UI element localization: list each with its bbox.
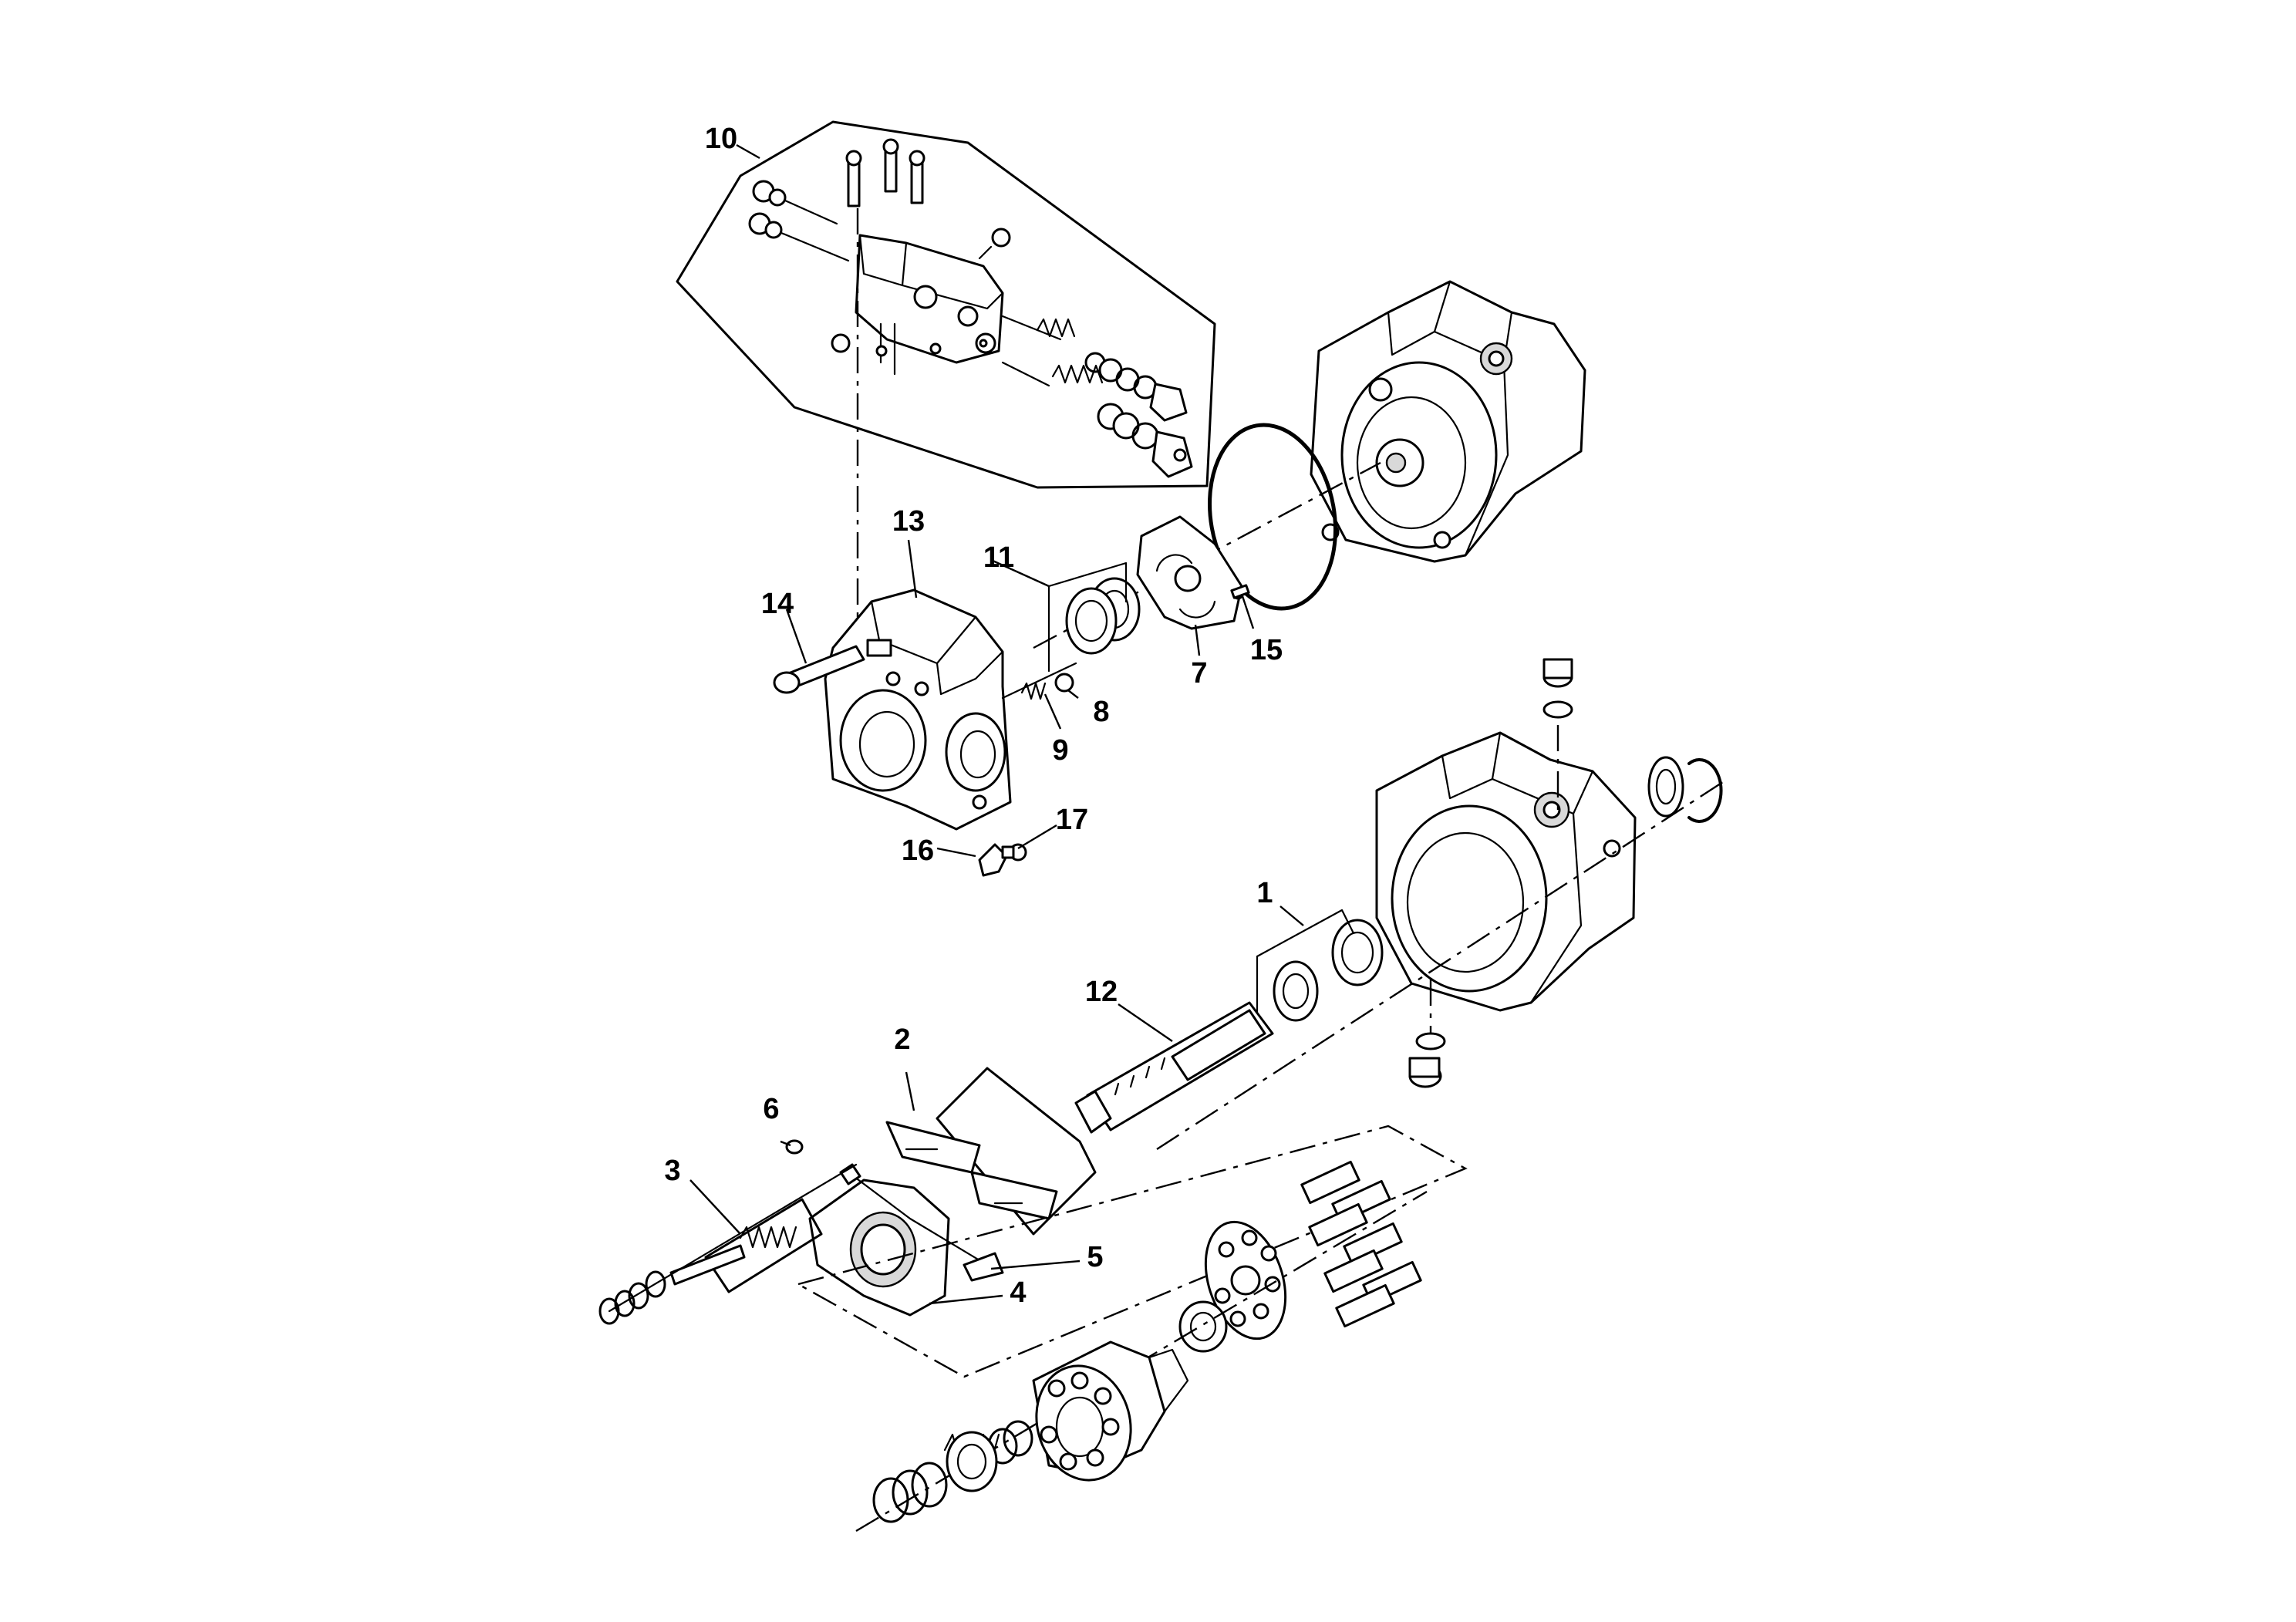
bearing-set-upper [1047,561,1141,673]
small-plugs [831,228,1011,376]
callout-12: 12 [1085,976,1118,1008]
callout-8: 8 [1093,696,1109,728]
port-plate [1136,515,1244,630]
end-cap-block [824,588,1012,831]
shaft-seal-rings [1647,756,1723,823]
callout-4: 4 [1010,1276,1026,1309]
valve-block [855,234,1004,364]
callout-2: 2 [894,1023,910,1056]
callout-3: 3 [664,1155,680,1187]
callout-14: 14 [761,588,794,620]
mounting-bolts [845,138,925,207]
callout-15: 15 [1250,634,1283,666]
callout-10: 10 [705,123,737,155]
callout-16: 16 [902,835,934,867]
check-valve-parts [1001,662,1077,700]
callout-13: 13 [892,505,925,538]
swash-plate-assembly [785,1139,1004,1317]
pump-main-housing [1375,731,1637,1012]
callout-9: 9 [1052,734,1068,767]
bearing-set-lower [1256,909,1384,1022]
callout-leaders [689,143,1304,1305]
callout-7: 7 [1191,657,1207,690]
callout-1: 1 [1256,877,1273,909]
shaft-centerline-lower [1156,777,1728,1151]
saddle-bearings [885,1067,1097,1236]
retainer-plate-rotating [1204,1220,1287,1340]
cap-screw [773,645,865,694]
pump-end-housing [1310,280,1586,563]
callout-labels: 10 13 11 14 7 15 8 9 17 16 1 12 2 6 3 5 … [664,123,1283,1309]
housing-o-ring [1208,423,1337,611]
control-valve-group-outline [676,120,1216,489]
control-valve-group [676,120,1216,632]
callout-17: 17 [1056,804,1088,836]
valve-spools [1001,315,1193,478]
housing-plugs [1408,658,1573,1088]
callout-11: 11 [983,541,1014,574]
servo-spring-group [598,1163,858,1325]
rotating-group-outline [795,1125,1468,1378]
cylinder-block [1032,1340,1189,1482]
callout-5: 5 [1087,1241,1103,1273]
adjuster-screws [748,180,850,262]
callout-6: 6 [763,1093,779,1125]
piston-set [1300,1160,1422,1328]
retainer-plate [978,843,1027,877]
block-spring-group [872,1420,1033,1523]
drive-shaft [1074,1001,1274,1134]
